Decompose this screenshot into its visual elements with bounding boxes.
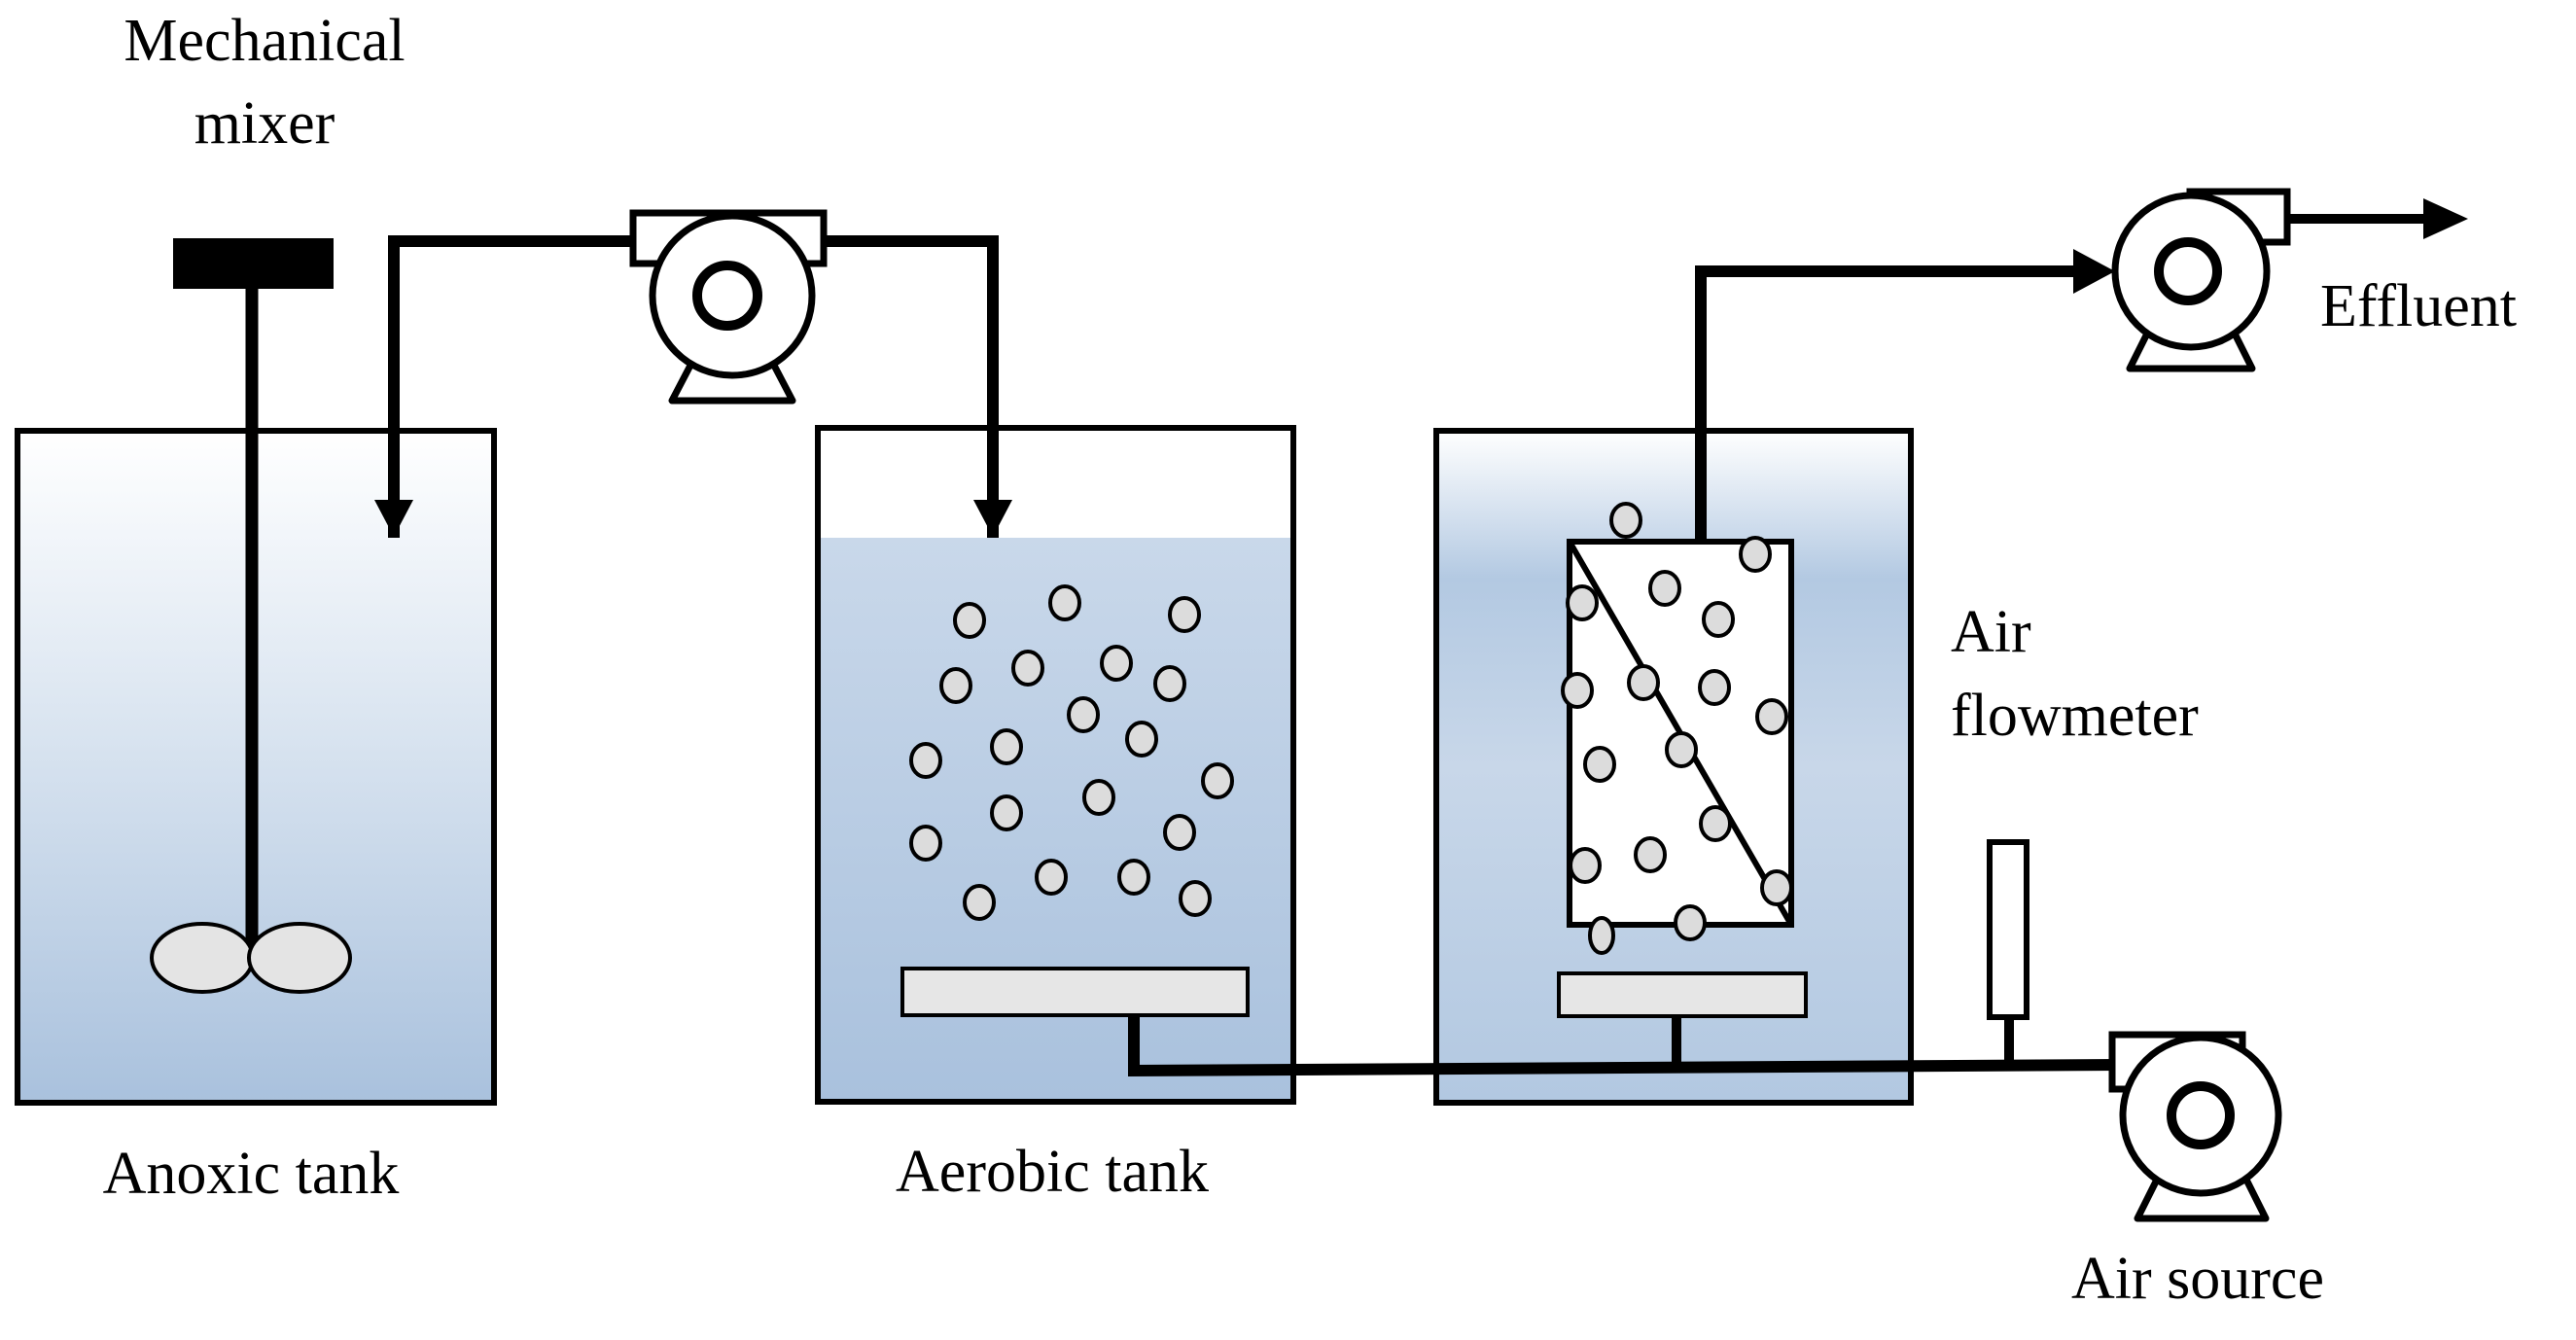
pipe-feed-right [825,235,999,538]
feed-pump-icon [629,209,828,405]
label-mechanical-mixer-line2: mixer [194,90,335,157]
carrier-icon [1125,721,1158,758]
carrier-icon [1739,536,1772,573]
carrier-icon [1561,672,1594,709]
carrier-icon [990,794,1023,831]
carrier-icon [1117,859,1150,896]
label-air-source: Air source [2071,1246,2324,1312]
aerobic-diffuser-icon [900,967,1250,1017]
carrier-icon [963,884,996,921]
carrier-icon [1609,502,1642,539]
label-aerobic-tank: Aerobic tank [896,1139,1209,1205]
carrier-icon [1634,836,1667,873]
carrier-icon [1082,779,1115,816]
carrier-icon [1755,698,1788,735]
label-effluent: Effluent [2320,273,2517,339]
carrier-icon [1201,762,1234,799]
label-air-flowmeter-line2: flowmeter [1951,683,2199,749]
carrier-icon [1153,665,1186,702]
membrane-carriers [1561,502,1793,955]
pipe-feed-left [388,235,637,538]
carrier-icon [1067,696,1100,733]
arrow-into-aerobic [973,500,1012,537]
membrane-tank-wall [1433,428,1914,1106]
carrier-icon [1588,916,1615,955]
carrier-icon [1100,645,1133,682]
membrane-diffuser-icon [1557,971,1808,1018]
pipe-permeate [1695,265,2076,542]
impeller-blade-right [247,922,352,994]
carrier-icon [1179,880,1212,917]
effluent-pump-eye [2154,237,2222,305]
carrier-icon [1702,601,1735,638]
carrier-icon [1583,746,1616,783]
aerobic-tank [815,425,1296,1105]
carrier-icon [909,825,942,862]
carrier-icon [990,728,1023,765]
feed-pump-eye [692,261,762,331]
aerobic-carriers [909,584,1234,921]
label-mechanical-mixer-line1: Mechanical [124,8,405,74]
label-anoxic-tank: Anoxic tank [103,1141,400,1207]
arrow-effluent-out [2423,198,2468,239]
carrier-icon [1569,847,1602,884]
carrier-icon [1163,814,1196,851]
carrier-icon [1698,669,1731,706]
carrier-icon [1760,869,1793,906]
carrier-icon [1566,584,1599,621]
membrane-tank [1433,428,1914,1106]
pipes [374,198,2468,1077]
carrier-icon [953,602,986,639]
effluent-pump-icon [2111,188,2291,372]
mixer-icon [150,238,352,994]
carrier-icon [909,742,942,779]
arrow-into-anoxic [374,500,413,537]
carrier-icon [939,667,972,704]
impeller-blade-left [150,922,255,994]
carrier-icon [1011,650,1044,687]
aerobic-tank-wall [815,425,1296,1105]
carrier-icon [1665,731,1698,768]
pipe-air-main [1128,1015,2121,1077]
mixer-motor [173,238,334,289]
flowmeter-icon [1987,839,2029,1020]
carrier-icon [1627,664,1660,701]
carrier-icon [1648,570,1681,607]
air-pump-eye [2167,1081,2235,1149]
label-air-flowmeter-line1: Air [1951,599,2031,665]
carrier-icon [1035,859,1068,896]
carrier-icon [1674,904,1707,941]
carrier-icon [1699,805,1732,842]
carrier-icon [1168,596,1201,633]
carrier-icon [1048,584,1081,621]
arrow-into-effluent-pump [2073,249,2115,294]
air-pump-icon [2108,1031,2282,1222]
